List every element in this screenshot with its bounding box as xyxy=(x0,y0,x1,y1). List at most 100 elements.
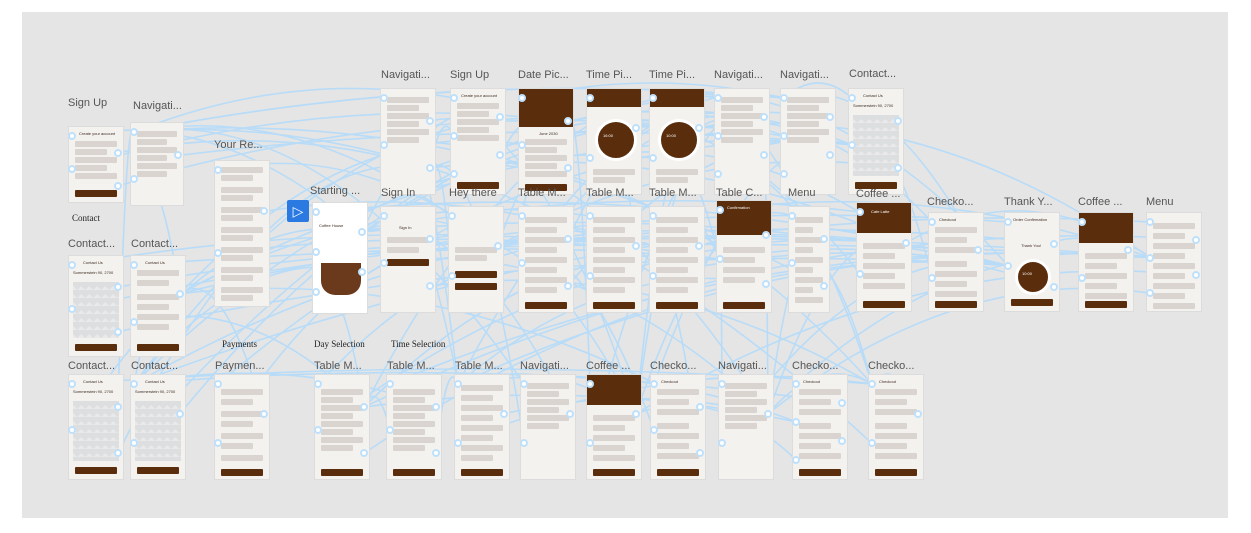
frame-title[interactable]: Coffee ... xyxy=(856,188,900,200)
frame-title[interactable]: Contact... xyxy=(131,360,178,372)
prototype-frame[interactable] xyxy=(214,374,270,480)
frame-title[interactable]: Table C... xyxy=(716,187,762,199)
frame-button[interactable] xyxy=(137,467,179,474)
connection-hotspot[interactable] xyxy=(632,242,640,250)
connection-hotspot[interactable] xyxy=(176,410,184,418)
connection-hotspot[interactable] xyxy=(500,410,508,418)
connection-hotspot[interactable] xyxy=(130,380,138,388)
frame-button[interactable] xyxy=(455,271,497,278)
connection-hotspot[interactable] xyxy=(856,208,864,216)
frame-title[interactable]: Navigati... xyxy=(381,69,430,81)
connection-hotspot[interactable] xyxy=(586,212,594,220)
frame-title[interactable]: Contact... xyxy=(131,238,178,250)
connection-hotspot[interactable] xyxy=(848,141,856,149)
connection-hotspot[interactable] xyxy=(974,246,982,254)
frame-button[interactable] xyxy=(1011,299,1053,306)
prototype-canvas[interactable]: Create your accountCoffee HouseCreate yo… xyxy=(22,12,1228,518)
prototype-frame[interactable] xyxy=(386,374,442,480)
connection-hotspot[interactable] xyxy=(450,94,458,102)
frame-title[interactable]: Checko... xyxy=(792,360,838,372)
prototype-frame[interactable]: Cafe Latte xyxy=(856,202,912,312)
frame-title[interactable]: Paymen... xyxy=(215,360,265,372)
connection-hotspot[interactable] xyxy=(632,124,640,132)
connection-hotspot[interactable] xyxy=(518,259,526,267)
prototype-frame[interactable] xyxy=(314,374,370,480)
prototype-frame[interactable] xyxy=(454,374,510,480)
prototype-frame[interactable]: Checkout xyxy=(928,212,984,312)
connection-hotspot[interactable] xyxy=(68,132,76,140)
frame-title[interactable]: Sign Up xyxy=(450,69,489,81)
frame-button[interactable] xyxy=(593,469,635,476)
connection-hotspot[interactable] xyxy=(632,410,640,418)
prototype-frame[interactable]: Create your account xyxy=(68,126,124,203)
prototype-frame[interactable]: June 2030 xyxy=(518,88,574,195)
connection-hotspot[interactable] xyxy=(426,164,434,172)
frame-button[interactable] xyxy=(321,469,363,476)
connection-hotspot[interactable] xyxy=(764,410,772,418)
frame-title[interactable]: Time Pi... xyxy=(586,69,632,81)
connection-hotspot[interactable] xyxy=(1192,236,1200,244)
connection-hotspot[interactable] xyxy=(649,94,657,102)
connection-hotspot[interactable] xyxy=(1078,274,1086,282)
connection-hotspot[interactable] xyxy=(380,259,388,267)
frame-title[interactable]: Coffee ... xyxy=(1078,196,1122,208)
connection-hotspot[interactable] xyxy=(312,208,320,216)
frame-button[interactable] xyxy=(75,190,117,197)
connection-hotspot[interactable] xyxy=(868,380,876,388)
connection-hotspot[interactable] xyxy=(1050,240,1058,248)
frame-button[interactable] xyxy=(875,469,917,476)
frame-title[interactable]: Table M... xyxy=(387,360,435,372)
frame-title[interactable]: Navigati... xyxy=(714,69,763,81)
frame-button[interactable] xyxy=(461,469,503,476)
connection-hotspot[interactable] xyxy=(564,164,572,172)
prototype-frame[interactable] xyxy=(520,374,576,480)
connection-hotspot[interactable] xyxy=(820,282,828,290)
frame-title[interactable]: Starting ... xyxy=(310,185,360,197)
frame-title[interactable]: Contact... xyxy=(849,68,896,80)
connection-hotspot[interactable] xyxy=(312,288,320,296)
connection-hotspot[interactable] xyxy=(520,380,528,388)
prototype-frame[interactable] xyxy=(214,160,270,307)
connection-hotspot[interactable] xyxy=(130,261,138,269)
frame-title[interactable]: Table M... xyxy=(314,360,362,372)
connection-hotspot[interactable] xyxy=(1078,218,1086,226)
frame-title[interactable]: Date Pic... xyxy=(518,69,569,81)
connection-hotspot[interactable] xyxy=(312,248,320,256)
connection-hotspot[interactable] xyxy=(586,154,594,162)
prototype-frame[interactable]: Contact UsSommerstein 90, 2700 xyxy=(68,255,124,357)
frame-button[interactable] xyxy=(75,467,117,474)
connection-hotspot[interactable] xyxy=(838,437,846,445)
prototype-frame[interactable] xyxy=(586,374,642,480)
connection-hotspot[interactable] xyxy=(788,212,796,220)
connection-hotspot[interactable] xyxy=(649,212,657,220)
frame-title[interactable]: Menu xyxy=(1146,196,1174,208)
connection-hotspot[interactable] xyxy=(649,272,657,280)
connection-hotspot[interactable] xyxy=(838,399,846,407)
connection-hotspot[interactable] xyxy=(114,182,122,190)
connection-hotspot[interactable] xyxy=(448,212,456,220)
frame-title[interactable]: Checko... xyxy=(868,360,914,372)
prototype-frame[interactable]: Checkout xyxy=(868,374,924,480)
frame-button[interactable] xyxy=(657,469,699,476)
connection-hotspot[interactable] xyxy=(214,166,222,174)
frame-title[interactable]: Table M... xyxy=(455,360,503,372)
frame-button[interactable] xyxy=(221,469,263,476)
prototype-frame[interactable] xyxy=(1146,212,1202,312)
frame-title[interactable]: Table M... xyxy=(649,187,697,199)
frame-button[interactable] xyxy=(593,302,635,309)
prototype-frame[interactable] xyxy=(1078,212,1134,312)
connection-hotspot[interactable] xyxy=(380,212,388,220)
frame-button[interactable] xyxy=(1085,301,1127,308)
prototype-frame[interactable]: 10:00 xyxy=(649,88,705,195)
frame-title[interactable]: Time Pi... xyxy=(649,69,695,81)
prototype-frame[interactable] xyxy=(518,206,574,313)
connection-hotspot[interactable] xyxy=(564,282,572,290)
frame-title[interactable]: Table M... xyxy=(518,187,566,199)
prototype-play-icon[interactable]: ▷ xyxy=(287,200,309,222)
prototype-frame[interactable]: Create your account xyxy=(450,88,506,195)
frame-title[interactable]: Hey there xyxy=(449,187,497,199)
frame-button[interactable] xyxy=(455,283,497,290)
